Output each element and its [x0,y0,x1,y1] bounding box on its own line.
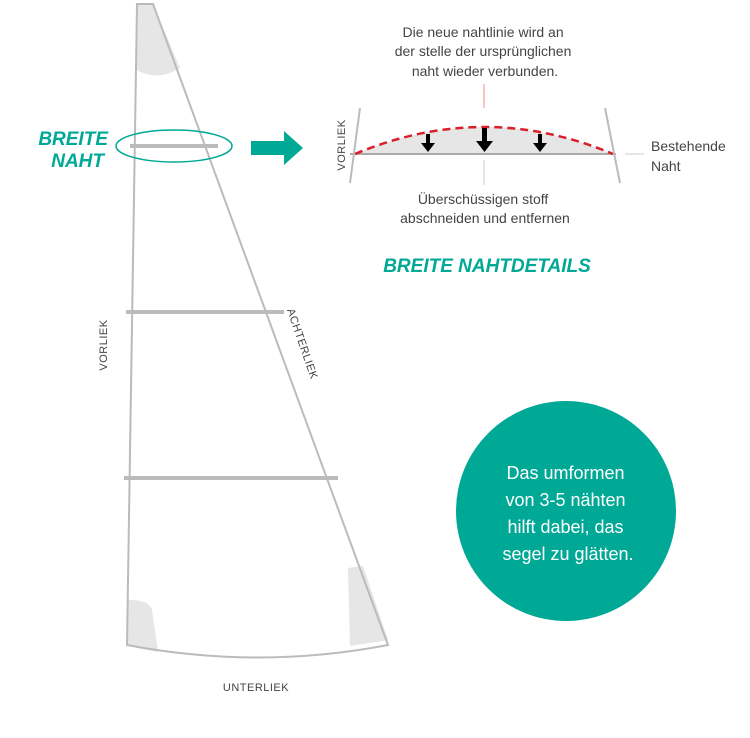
sail-outline [125,3,390,659]
detail-vorliek-label: VORLIEK [336,119,348,170]
new-seam-line [354,125,614,156]
highlight-ellipse [115,129,233,163]
clew-patch [348,566,388,646]
down-arrow-icon [421,134,435,152]
info-circle [456,401,676,621]
achterliek-label: ACHTERLIEK [284,307,320,381]
tack-patch [127,600,158,652]
top-note: Die neue nahtlinie wird an der stelle de… [395,24,576,79]
bottom-note: Überschüssigen stoff abschneiden und ent… [400,190,570,226]
unterliek-label: UNTERLIEK [223,682,289,694]
circle-text: Das umformen von 3-5 nähten hilft dabei,… [502,463,633,564]
sail [115,3,390,659]
head-patch [137,4,180,76]
vorliek-label: VORLIEK [98,319,110,370]
existing-seam-label: Bestehende Naht [651,138,730,174]
down-arrow-icon [533,134,547,152]
seam-detail [349,84,644,185]
breite-naht-label: NAHT [51,151,105,172]
breite-naht-label: BREITE [38,129,109,150]
detail-title: BREITE NAHTDETAILS [383,256,591,277]
down-arrow-icon [476,128,493,152]
arrow-right-icon [251,131,303,165]
